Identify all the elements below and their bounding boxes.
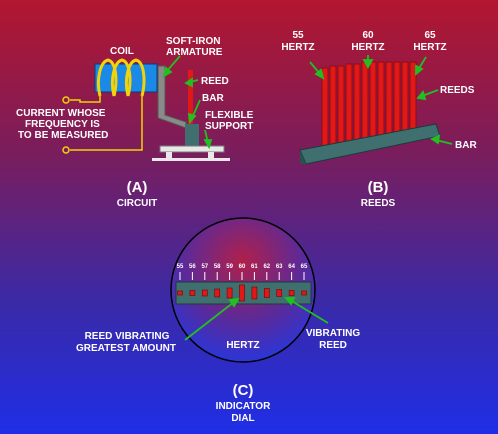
dial-reed-indicator bbox=[301, 290, 307, 296]
hz55-number: 55 bbox=[292, 30, 304, 41]
reed-55 bbox=[321, 67, 329, 149]
reed-label: REED bbox=[201, 76, 229, 87]
support-label-2: SUPPORT bbox=[205, 121, 253, 132]
reeds-bar-label: BAR bbox=[455, 140, 477, 151]
current-label-1: CURRENT WHOSE bbox=[16, 108, 106, 119]
hz60-unit: HERTZ bbox=[351, 42, 384, 53]
dial-tick-label: 64 bbox=[288, 264, 295, 270]
vibrating-reed-label-2: REED bbox=[319, 340, 347, 351]
dial-tick-label: 55 bbox=[177, 264, 184, 270]
dial-scale: 55 56 57 58 59 60 61 62 63 64 65 bbox=[177, 264, 308, 280]
dial-reed-indicators bbox=[177, 284, 307, 302]
reed-58 bbox=[345, 63, 353, 145]
reeds-arrows bbox=[309, 55, 453, 145]
coil-label: COIL bbox=[110, 46, 134, 57]
support-label-1: FLEXIBLE bbox=[205, 110, 254, 121]
reed-59 bbox=[353, 63, 361, 144]
vibrating-most-label-2: GREATEST AMOUNT bbox=[76, 343, 176, 354]
dial-reed-indicator bbox=[263, 288, 270, 298]
terminal-top bbox=[62, 96, 70, 104]
dial-reed-indicator bbox=[288, 290, 295, 296]
dial-reed-indicator bbox=[239, 284, 245, 302]
support-leg-right bbox=[208, 152, 214, 160]
support-base bbox=[152, 158, 230, 161]
dial-tick-label: 61 bbox=[251, 264, 258, 270]
reeds-bar bbox=[299, 123, 441, 165]
reed-62 bbox=[377, 61, 385, 140]
current-label-3: TO BE MEASURED bbox=[18, 130, 108, 141]
dial-reed-indicator bbox=[189, 290, 196, 296]
reed bbox=[188, 70, 193, 130]
reed-65 bbox=[401, 61, 409, 135]
coil-leads bbox=[70, 96, 143, 151]
armature-label-2: ARMATURE bbox=[166, 47, 223, 58]
hz55-unit: HERTZ bbox=[281, 42, 314, 53]
reed-63 bbox=[385, 61, 393, 138]
circuit-arrows bbox=[162, 55, 213, 150]
dial-caption-1: INDICATOR bbox=[216, 401, 271, 412]
circuit-letter: (A) bbox=[127, 179, 148, 196]
reeds-panel: 55 HERTZ 60 HERTZ 65 HERTZ REEDS BAR (B)… bbox=[281, 30, 477, 209]
dial-tick-label: 60 bbox=[239, 264, 246, 270]
armature-label-1: SOFT-IRON bbox=[166, 36, 220, 47]
flexible-support bbox=[159, 145, 225, 153]
circuit-caption: CIRCUIT bbox=[117, 198, 158, 209]
hz65-unit: HERTZ bbox=[413, 42, 446, 53]
vibrating-reed-label-1: VIBRATING bbox=[306, 328, 360, 339]
reeds-letter: (B) bbox=[368, 179, 389, 196]
dial-tick-label: 57 bbox=[201, 264, 208, 270]
dial-tick-label: 65 bbox=[301, 264, 308, 270]
dial-reed-indicator bbox=[251, 286, 258, 300]
dial-tick-label: 63 bbox=[276, 264, 283, 270]
dial-hertz-label: HERTZ bbox=[226, 340, 259, 351]
bar bbox=[185, 124, 199, 150]
reeds-label: REEDS bbox=[440, 85, 475, 96]
bar-label: BAR bbox=[202, 93, 224, 104]
dial-arrows bbox=[184, 297, 329, 341]
dial-tick-label: 58 bbox=[214, 264, 221, 270]
dial-reed-indicator bbox=[177, 290, 183, 296]
reeds-caption: REEDS bbox=[361, 198, 396, 209]
dial-tick-label: 59 bbox=[226, 264, 233, 270]
dial-panel: 55 56 57 58 59 60 61 62 63 64 65 HERTZ REED VIBRAT… bbox=[76, 217, 360, 424]
dial-reed-indicator bbox=[214, 288, 220, 298]
reeds-bar-side bbox=[300, 150, 306, 164]
circuit-panel: COIL SOFT-IRON ARMATURE REED BAR FLEXIBL… bbox=[16, 36, 254, 209]
current-label-2: FREQUENCY IS bbox=[25, 119, 100, 130]
hz60-number: 60 bbox=[362, 30, 374, 41]
coil-windings bbox=[96, 58, 146, 97]
terminal-bottom bbox=[62, 146, 70, 154]
vibrating-most-label-1: REED VIBRATING bbox=[85, 331, 170, 342]
soft-iron-armature bbox=[157, 65, 187, 129]
hz65-number: 65 bbox=[424, 30, 436, 41]
dial-tick-label: 56 bbox=[189, 264, 196, 270]
reed-56 bbox=[329, 65, 337, 148]
reed-64 bbox=[393, 61, 401, 137]
reed-61 bbox=[369, 61, 377, 141]
support-leg-left bbox=[166, 152, 172, 160]
dial-caption-2: DIAL bbox=[231, 413, 254, 424]
dial-letter: (C) bbox=[233, 382, 254, 399]
dial-tick-label: 62 bbox=[263, 264, 270, 270]
dial-reed-indicator bbox=[226, 287, 233, 299]
dial-reed-indicator bbox=[276, 289, 283, 297]
reed-60 bbox=[361, 61, 369, 142]
dial-reed-indicator bbox=[202, 289, 208, 297]
reed-57 bbox=[337, 65, 345, 147]
